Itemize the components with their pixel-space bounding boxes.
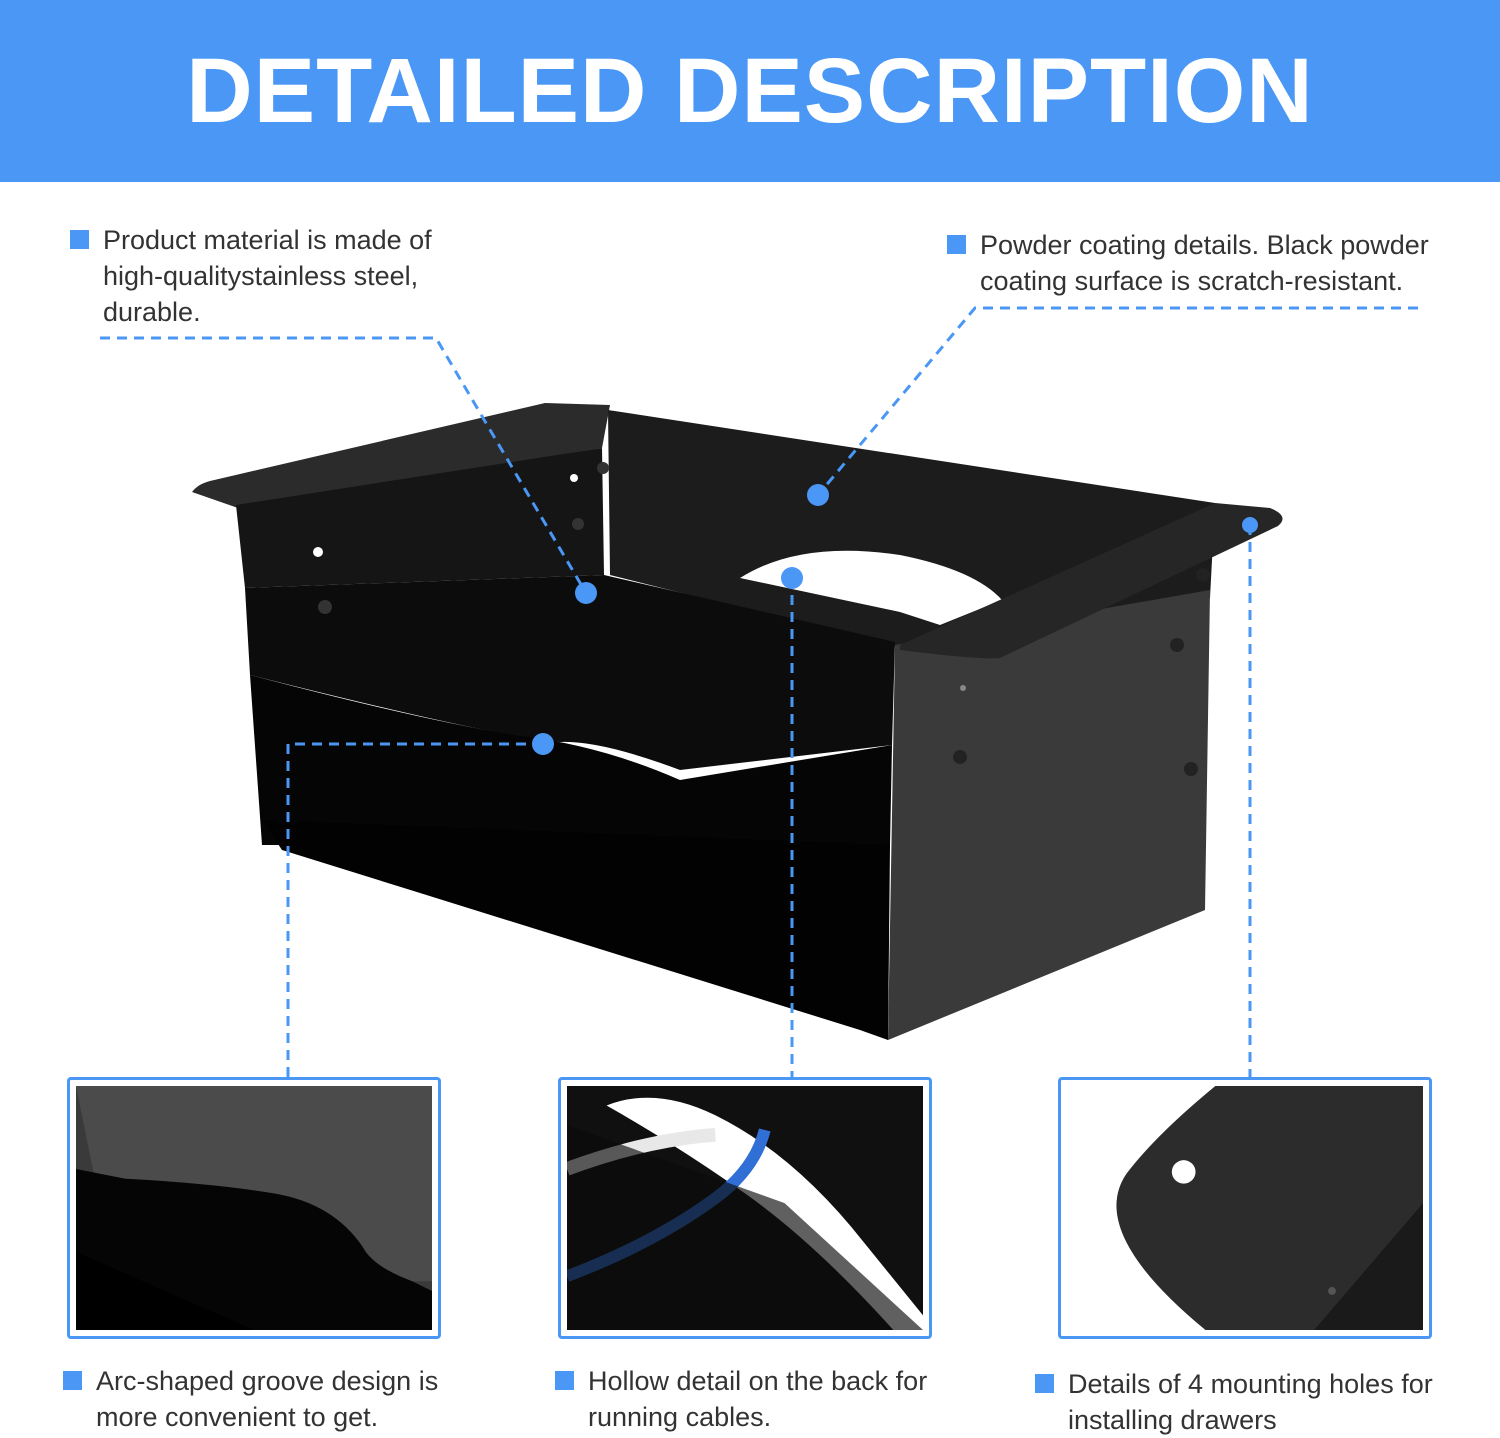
bullet-icon xyxy=(947,235,966,254)
callout-groove-text: Arc-shaped groove design is more conveni… xyxy=(96,1366,439,1432)
bullet-icon xyxy=(555,1371,574,1390)
front-bottom xyxy=(262,820,890,1040)
left-flange xyxy=(192,403,610,508)
shelf xyxy=(245,575,895,770)
callout-coating: Powder coating details. Black powder coa… xyxy=(947,227,1429,299)
leader-lines xyxy=(100,306,1418,1078)
detail-photo-holes xyxy=(1058,1077,1432,1339)
callout-material: Product material is made of high-quality… xyxy=(70,222,432,330)
cable-hole xyxy=(740,550,1002,625)
left-wall xyxy=(236,448,604,588)
detail-photo-groove xyxy=(67,1077,441,1339)
detail-photo-hollow xyxy=(558,1077,932,1339)
callout-holes-text: Details of 4 mounting holes for installi… xyxy=(1068,1369,1433,1435)
page-title: DETAILED DESCRIPTION xyxy=(186,39,1314,142)
callout-dots xyxy=(532,484,1258,755)
callout-groove: Arc-shaped groove design is more conveni… xyxy=(63,1363,438,1435)
callout-holes: Details of 4 mounting holes for installi… xyxy=(1035,1366,1433,1438)
callout-hollow: Hollow detail on the back for running ca… xyxy=(555,1363,927,1435)
bullet-icon xyxy=(70,230,89,249)
callout-coating-text: Powder coating details. Black powder coa… xyxy=(980,230,1429,296)
right-wall xyxy=(888,590,1210,1040)
front-lower xyxy=(250,675,892,845)
header-banner: DETAILED DESCRIPTION xyxy=(0,0,1500,182)
bullet-icon xyxy=(1035,1374,1054,1393)
callout-material-text: Product material is made of high-quality… xyxy=(103,225,432,327)
right-flange xyxy=(900,503,1283,659)
bullet-icon xyxy=(63,1371,82,1390)
callout-hollow-text: Hollow detail on the back for running ca… xyxy=(588,1366,928,1432)
